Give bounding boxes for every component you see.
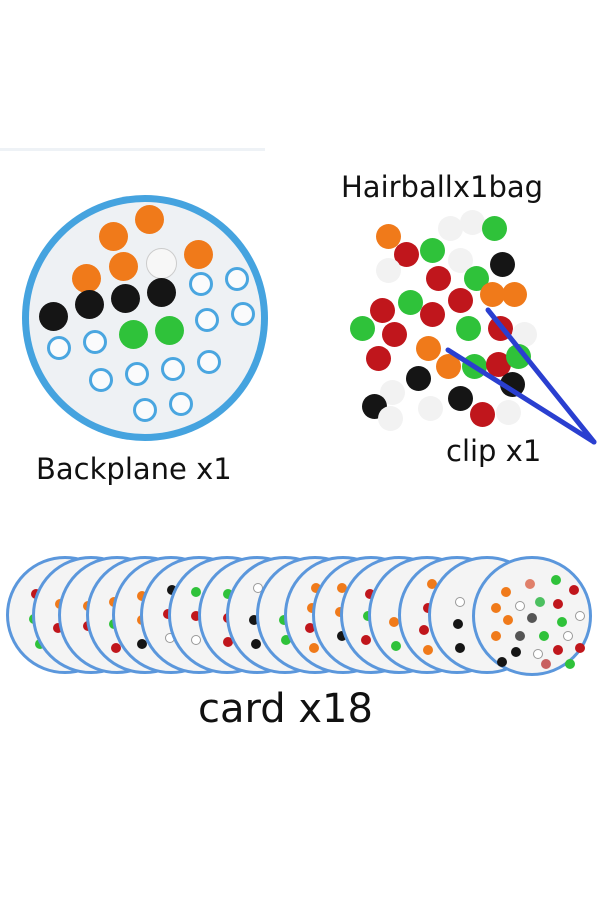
pompom-pile [340, 210, 540, 431]
black-pompom [147, 278, 176, 307]
white-ball [438, 216, 463, 241]
red-ball [370, 298, 395, 323]
red-ball [382, 322, 407, 347]
frame-divider [0, 148, 265, 151]
white-ball [496, 400, 521, 425]
green-ball [420, 238, 445, 263]
red-ball [426, 266, 451, 291]
clip-label: clip x1 [446, 434, 542, 468]
empty-hole [195, 308, 219, 332]
red-ball [470, 402, 495, 427]
empty-hole [125, 362, 149, 386]
empty-hole [197, 350, 221, 374]
backplane-label: Backplane x1 [36, 452, 232, 486]
green-pompom [119, 320, 148, 349]
red-ball [448, 288, 473, 313]
black-pompom [111, 284, 140, 313]
card-stack [6, 556, 592, 676]
black-pompom [75, 290, 104, 319]
black-ball [490, 252, 515, 277]
empty-hole [133, 398, 157, 422]
empty-hole [161, 357, 185, 381]
orange-pompom [109, 252, 138, 281]
black-ball [448, 386, 473, 411]
red-ball [420, 302, 445, 327]
empty-hole [89, 368, 113, 392]
orange-ball [502, 282, 527, 307]
white-pompom [146, 248, 177, 279]
green-ball [482, 216, 507, 241]
green-ball [456, 316, 481, 341]
orange-pompom [135, 205, 164, 234]
red-ball [366, 346, 391, 371]
orange-pompom [99, 222, 128, 251]
empty-hole [231, 302, 255, 326]
white-ball [418, 396, 443, 421]
backplane-felt [29, 202, 261, 434]
orange-pompom [184, 240, 213, 269]
orange-ball [416, 336, 441, 361]
white-ball [376, 258, 401, 283]
white-ball [460, 210, 485, 235]
tweezer-icon [445, 307, 597, 445]
empty-hole [169, 392, 193, 416]
black-ball [406, 366, 431, 391]
empty-hole [83, 330, 107, 354]
pattern-card-front [472, 556, 592, 676]
hairball-label: Hairballx1bag [341, 170, 544, 204]
empty-hole [225, 267, 249, 291]
empty-hole [47, 336, 71, 360]
white-ball [378, 406, 403, 431]
orange-pompom [72, 264, 101, 293]
green-ball [350, 316, 375, 341]
black-pompom [39, 302, 68, 331]
green-pompom [155, 316, 184, 345]
orange-ball [480, 282, 505, 307]
backplane-board [22, 195, 268, 441]
green-ball [398, 290, 423, 315]
empty-hole [189, 272, 213, 296]
card-label: card x18 [198, 686, 373, 732]
